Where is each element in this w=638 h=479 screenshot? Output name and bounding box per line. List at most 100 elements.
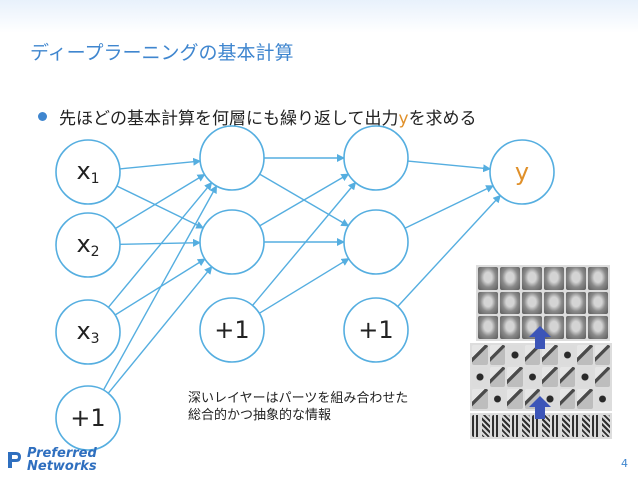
edge-feature-cell — [592, 415, 600, 437]
part-feature-cell — [489, 389, 505, 409]
edge-in1-h11 — [119, 157, 202, 170]
layer-note-line2: 総合的かつ抽象的な情報 — [188, 408, 332, 423]
part-feature-cell — [472, 389, 488, 409]
part-feature-cell — [542, 367, 558, 387]
input-node-x2-label: x2 — [76, 230, 100, 260]
edge-in4-h12 — [107, 266, 213, 394]
bullet-text-accent: y — [398, 109, 409, 129]
edge-feature-cell — [522, 415, 530, 437]
part-feature-cell — [524, 345, 540, 365]
face-feature-cell — [544, 267, 564, 290]
input-node-3 — [55, 299, 121, 365]
bullet-text-before: 先ほどの基本計算を何層にも繰り返して出力 — [59, 109, 399, 129]
bullet-item: 先ほどの基本計算を何層にも繰り返して出力yを求める — [38, 104, 477, 129]
face-feature-cell — [478, 291, 498, 315]
logo-wordmark: Preferred Networks — [27, 446, 97, 474]
edge-h23-out — [397, 194, 501, 307]
output-node — [489, 139, 555, 205]
face-feature-cell — [544, 316, 564, 339]
edge-feature-cell — [602, 415, 610, 437]
face-feature-cell — [500, 267, 520, 290]
hidden1-bias-label: +1 — [214, 316, 250, 344]
part-feature-cell — [594, 345, 610, 365]
edge-in3-h11 — [107, 181, 213, 308]
edge-in4-h11 — [102, 185, 218, 391]
part-feature-cell — [559, 367, 575, 387]
edge-h12-h21 — [259, 173, 350, 227]
edge-feature-cell — [542, 415, 550, 437]
face-feature-cell — [588, 267, 608, 290]
part-feature-cell — [559, 389, 575, 409]
slide-header-band — [0, 0, 638, 33]
part-feature-cell — [507, 367, 523, 387]
face-feature-cell — [478, 316, 498, 339]
face-feature-cell — [566, 291, 586, 315]
part-feature-cell — [542, 345, 558, 365]
edge-feature-cell — [562, 415, 570, 437]
input-node-1 — [55, 139, 121, 205]
part-feature-cell — [594, 389, 610, 409]
face-feature-cell — [588, 291, 608, 315]
part-feature-cell — [559, 345, 575, 365]
part-feature-cell — [594, 367, 610, 387]
input-node-2 — [55, 212, 121, 278]
face-feature-cell — [566, 316, 586, 339]
face-feature-cell — [522, 291, 542, 315]
hidden1-node-2 — [199, 209, 265, 275]
face-feature-cell — [500, 291, 520, 315]
edge-in1-h12 — [116, 185, 205, 229]
edge-feature-cell — [572, 415, 580, 437]
up-arrow-icon — [529, 326, 551, 419]
part-feature-cell — [577, 345, 593, 365]
connection-edges — [102, 154, 501, 394]
edge-feature-cell — [512, 415, 520, 437]
edge-in2-h11 — [115, 173, 206, 230]
edge-feature-cell — [472, 415, 480, 437]
slide-title: ディープラーニングの基本計算 — [30, 42, 294, 64]
hidden2-node-3 — [343, 297, 409, 363]
part-feature-cell — [472, 367, 488, 387]
face-feature-cell — [566, 267, 586, 290]
bullet-text-after: を求める — [408, 109, 477, 129]
input-node-x3-label: x3 — [76, 317, 100, 347]
hidden2-node-1 — [343, 125, 409, 191]
edge-h13-h21 — [251, 181, 357, 306]
network-nodes — [55, 125, 555, 451]
bullet-dot-icon — [38, 112, 47, 121]
input-node-x1-label: x1 — [76, 157, 100, 187]
face-feature-cell — [544, 291, 564, 315]
edge-feature-cell — [552, 415, 560, 437]
output-node-y-label: y — [514, 158, 530, 186]
edge-feature-cell — [482, 415, 490, 437]
layer-note-line1: 深いレイヤーはパーツを組み合わせた — [188, 391, 409, 406]
part-feature-cell — [577, 367, 593, 387]
part-feature-cell — [524, 367, 540, 387]
edge-feature-cell — [492, 415, 500, 437]
part-feature-cell — [472, 345, 488, 365]
input-node-bias-label: +1 — [70, 404, 106, 432]
face-feature-cell — [478, 267, 498, 290]
page-number: 4 — [621, 457, 628, 470]
part-features-grid — [470, 343, 612, 411]
edge-h13-h22 — [258, 258, 350, 314]
input-node-4 — [55, 385, 121, 451]
edge-h22-out — [404, 185, 495, 229]
face-feature-cell — [588, 316, 608, 339]
part-feature-cell — [507, 345, 523, 365]
part-feature-cell — [577, 389, 593, 409]
edge-feature-cell — [502, 415, 510, 437]
hidden1-node-1 — [199, 125, 265, 191]
edge-feature-cell — [582, 415, 590, 437]
hidden2-node-2 — [343, 209, 409, 275]
layer-note: 深いレイヤーはパーツを組み合わせた 総合的かつ抽象的な情報 — [188, 390, 458, 424]
face-feature-cell — [500, 316, 520, 339]
hidden2-bias-label: +1 — [358, 316, 394, 344]
company-logo: Preferred Networks — [6, 445, 116, 475]
hidden1-node-3 — [199, 297, 265, 363]
edge-in2-h12 — [119, 238, 201, 247]
logo-mark-icon — [8, 452, 21, 468]
face-feature-cell — [522, 267, 542, 290]
edge-h21-out — [407, 160, 492, 173]
